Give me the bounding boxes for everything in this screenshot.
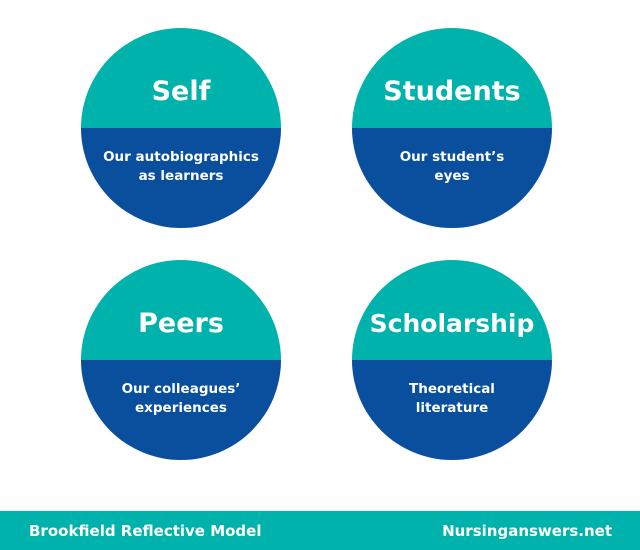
lens-peers-desc-line-1: Our colleagues’ — [121, 381, 241, 397]
lens-self-top: Self — [81, 28, 281, 128]
lens-scholarship-title: Scholarship — [369, 308, 535, 338]
lens-peers-bottom: Our colleagues’ experiences — [81, 360, 281, 460]
lens-self-bottom: Our autobiographics as learners — [81, 128, 281, 228]
lens-peers-description: Our colleagues’ experiences — [122, 380, 241, 418]
lens-students-top: Students — [352, 28, 552, 128]
lens-students-desc-line-2: eyes — [434, 168, 470, 184]
lens-peers-top: Peers — [81, 260, 281, 360]
lens-students: Students Our student’s eyes — [352, 28, 552, 228]
lens-scholarship-desc-line-1: Theoretical — [409, 381, 495, 397]
lens-self-title: Self — [151, 75, 211, 107]
footer-title: Brookfield Reflective Model — [29, 521, 262, 540]
footer-site: Nursinganswers.net — [442, 521, 612, 540]
lens-self-desc-line-1: Our autobiographics — [103, 149, 259, 165]
lens-self-desc-line-2: as learners — [138, 168, 224, 184]
lens-scholarship-top: Scholarship — [352, 260, 552, 360]
lens-students-bottom: Our student’s eyes — [352, 128, 552, 228]
lens-scholarship: Scholarship Theoretical literature — [352, 260, 552, 460]
lens-students-description: Our student’s eyes — [400, 148, 505, 186]
lens-self: Self Our autobiographics as learners — [81, 28, 281, 228]
lens-scholarship-desc-line-2: literature — [415, 400, 489, 416]
footer-bar: Brookfield Reflective Model Nursinganswe… — [0, 511, 640, 550]
lens-self-description: Our autobiographics as learners — [103, 148, 259, 186]
lens-students-desc-line-1: Our student’s — [399, 149, 505, 165]
lens-peers: Peers Our colleagues’ experiences — [81, 260, 281, 460]
lens-scholarship-bottom: Theoretical literature — [352, 360, 552, 460]
lens-peers-desc-line-2: experiences — [135, 400, 227, 416]
lens-scholarship-description: Theoretical literature — [409, 380, 495, 418]
lens-peers-title: Peers — [138, 307, 224, 339]
lens-students-title: Students — [383, 75, 521, 107]
